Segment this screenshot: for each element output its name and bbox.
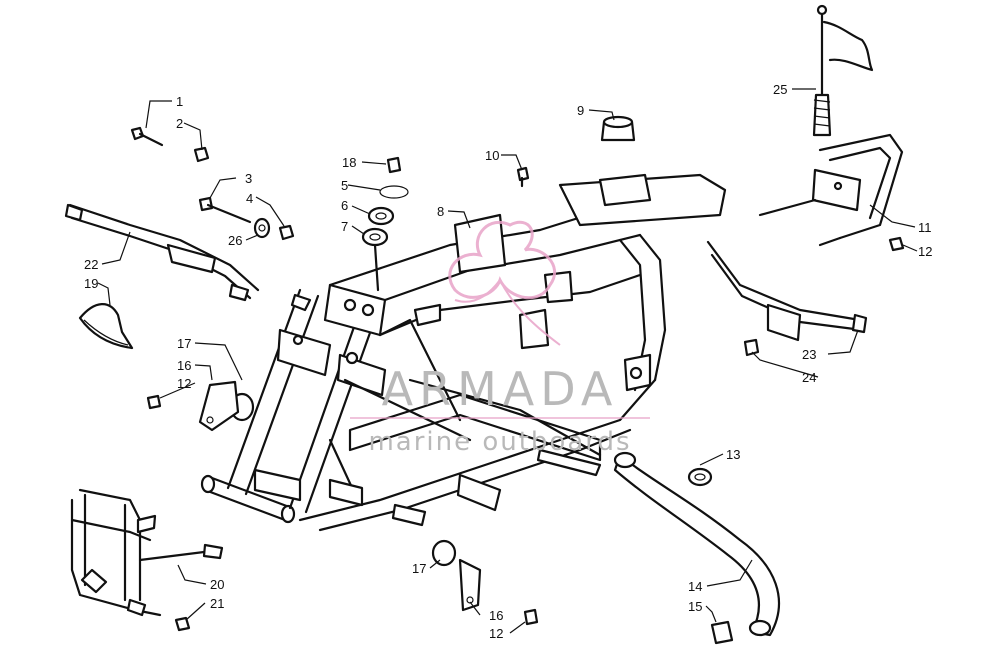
callout-9: 9 [577,103,584,118]
watermark-logo [350,220,650,419]
rubber-mount [516,115,636,188]
seat-bar [64,203,260,302]
leader-lines [97,88,918,634]
callout-16-left: 16 [177,358,191,373]
callout-14: 14 [688,579,702,594]
callout-3: 3 [245,171,252,186]
callout-18: 18 [342,155,356,170]
callout-2: 2 [176,116,183,131]
callout-8: 8 [437,204,444,219]
callout-17-left: 17 [177,336,191,351]
engine-mount-bottom [431,539,539,626]
callout-16-bottom: 16 [489,608,503,623]
callout-5: 5 [341,178,348,193]
callout-12-rear: 12 [918,244,932,259]
callout-19: 19 [84,276,98,291]
callout-12-bottom: 12 [489,626,503,641]
front-bumper [70,488,224,632]
callout-13: 13 [726,447,740,462]
callout-26: 26 [228,233,242,248]
callout-20: 20 [210,577,224,592]
watermark-brand: ARMADA [382,362,619,416]
callout-25: 25 [773,82,787,97]
callout-1: 1 [176,94,183,109]
callout-4: 4 [246,191,253,206]
bumper-strip [78,303,134,350]
callout-6: 6 [341,198,348,213]
bearing-hardware [361,156,409,247]
callout-10: 10 [485,148,499,163]
watermark-tagline: marine outboards [368,427,631,457]
callout-24: 24 [802,370,816,385]
callout-21: 21 [210,596,224,611]
callout-22: 22 [84,257,98,272]
exhaust-pipe [613,451,780,645]
callout-7: 7 [341,219,348,234]
bolts-top-left [130,126,295,241]
rear-rack [758,133,904,247]
callout-17-bottom: 17 [412,561,426,576]
rack-bolt [888,236,905,252]
callouts: 1 2 3 4 26 18 5 6 7 8 9 10 25 11 12 22 1… [84,82,932,641]
callout-15: 15 [688,599,702,614]
engine-mount-left [146,380,255,432]
main-frame [200,173,727,532]
safety-flag [812,4,874,137]
callout-11: 11 [918,220,932,235]
callout-23: 23 [802,347,816,362]
rear-bar [706,240,868,357]
callout-12-left: 12 [177,376,191,391]
